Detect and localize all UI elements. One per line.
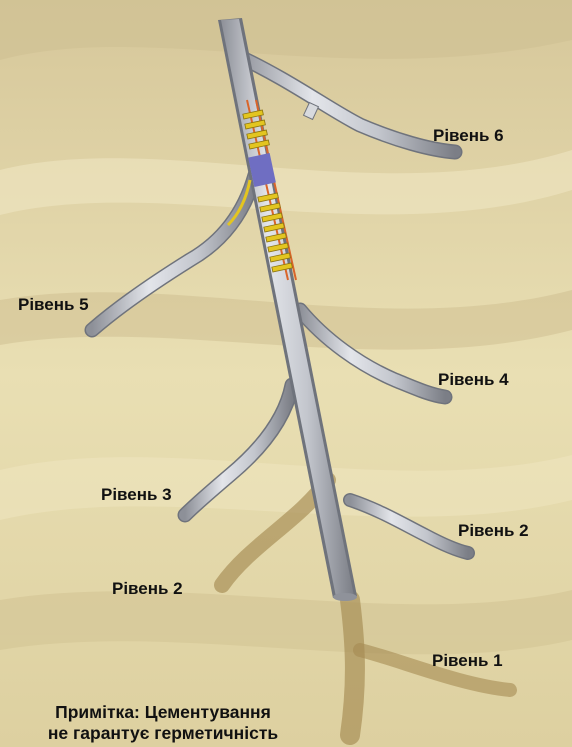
level-3-label: Рівень 3 <box>101 486 172 503</box>
level-5-label: Рівень 5 <box>18 296 89 313</box>
level-6-label: Рівень 6 <box>433 127 504 144</box>
level-4-label: Рівень 4 <box>438 371 509 388</box>
cementing-note: Примітка: Цементування не гарантує герме… <box>18 702 308 744</box>
level-2-left-label: Рівень 2 <box>112 580 183 597</box>
note-line-1: Примітка: Цементування <box>18 702 308 723</box>
note-line-2: не гарантує герметичність <box>18 723 308 744</box>
level-1-label: Рівень 1 <box>432 652 503 669</box>
level-2-right-label: Рівень 2 <box>458 522 529 539</box>
